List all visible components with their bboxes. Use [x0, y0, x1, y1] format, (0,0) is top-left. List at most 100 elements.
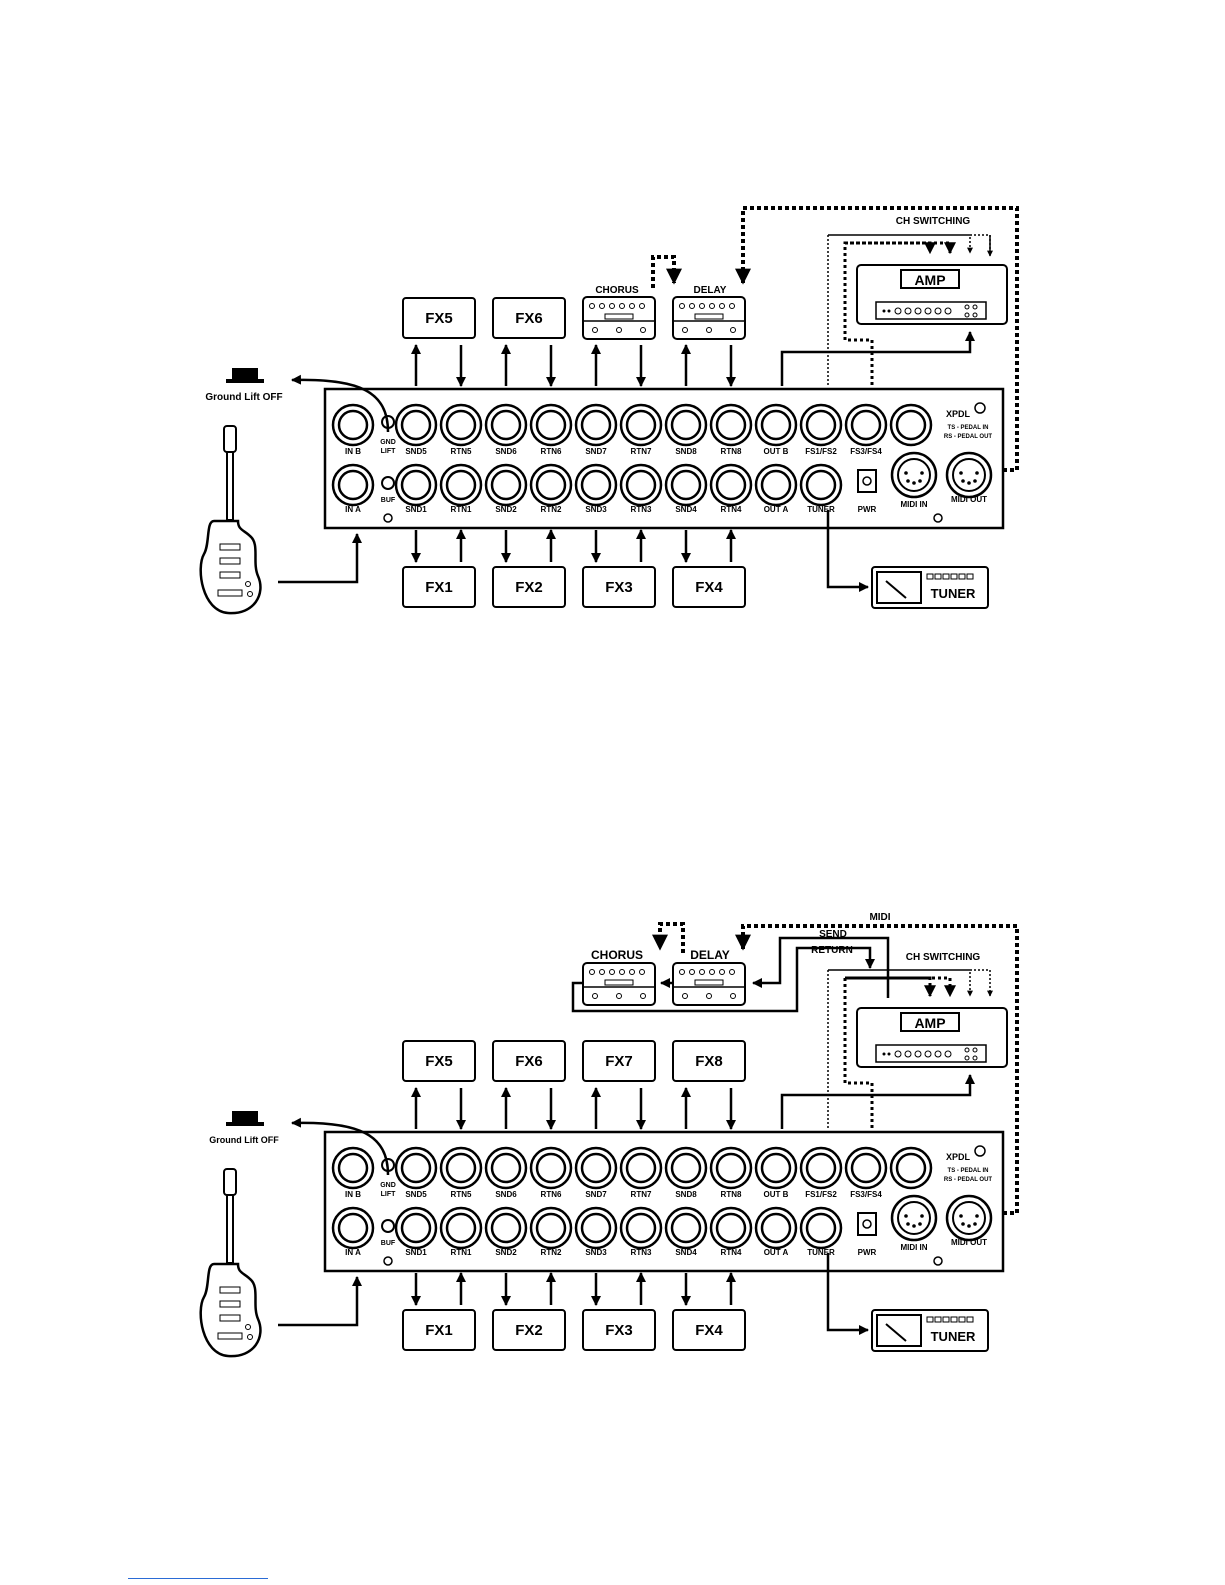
jack-label: OUT A: [764, 505, 789, 514]
tuner: TUNER: [871, 1309, 989, 1352]
jack-label: IN B: [345, 1190, 361, 1199]
buf-led: [381, 1219, 395, 1233]
jack-label: TUNER: [807, 1248, 835, 1257]
jack-label: FS1/FS2: [805, 1190, 837, 1199]
chorus-pedal: CHORUS: [582, 285, 656, 340]
midi-pin: [959, 471, 963, 475]
jack-label: SND3: [585, 1248, 607, 1257]
jack-label: FS3/FS4: [850, 1190, 882, 1199]
jack-label: RTN5: [451, 447, 472, 456]
ch-switching-label: CH SWITCHING: [906, 952, 981, 963]
jack-inner: [850, 409, 882, 441]
jack-inner: [580, 469, 612, 501]
power-pin: [862, 476, 872, 486]
screw: [383, 1256, 393, 1266]
midi-label: MIDI: [869, 912, 890, 923]
midi-pin: [912, 481, 916, 485]
jack-label: SND2: [495, 505, 517, 514]
xpdl-label: XPDL: [946, 1152, 971, 1162]
chorus-pedal: CHORUS: [582, 948, 656, 1006]
xpdl-label: XPDL: [946, 409, 971, 419]
gnd-label: GND: [380, 1182, 396, 1189]
send-label: SEND: [819, 929, 847, 940]
fx-label: FX4: [695, 1322, 723, 1339]
gnd-label: GND: [380, 439, 396, 446]
delay-pedal: DELAY: [672, 285, 746, 340]
jack-inner: [445, 469, 477, 501]
jack-label: SND4: [675, 1248, 697, 1257]
buf-label: BUF: [381, 497, 396, 504]
midi-in-jack-inner: [897, 458, 931, 492]
jack-label: SND2: [495, 1248, 517, 1257]
chorus-label: CHORUS: [591, 948, 643, 962]
jack-inner: [445, 409, 477, 441]
fx-label: FX1: [425, 579, 453, 596]
jack-inner: [490, 1152, 522, 1184]
fx7-box: FX7: [582, 1040, 656, 1082]
midi-pin: [906, 479, 910, 483]
jack-inner: [760, 1152, 792, 1184]
midi-pin: [973, 479, 977, 483]
midi-pin: [973, 1222, 977, 1226]
jack-inner: [760, 1212, 792, 1244]
jack-label: IN A: [345, 1248, 361, 1257]
jack-label: RTN1: [451, 1248, 472, 1257]
midi-in-label: MIDI IN: [900, 1243, 927, 1252]
jack-label: SND4: [675, 505, 697, 514]
ground-lift-switch: Ground Lift OFF: [209, 1111, 279, 1145]
midi-pin: [920, 471, 924, 475]
pwr-label: PWR: [858, 1248, 877, 1257]
jack-inner: [535, 1212, 567, 1244]
jack-label: SND5: [405, 1190, 427, 1199]
lift-label: LIFT: [381, 1191, 396, 1198]
jack-inner: [760, 409, 792, 441]
jack-label: RTN8: [721, 447, 742, 456]
jack-inner: [490, 409, 522, 441]
jack-label: RTN2: [541, 505, 562, 514]
screw: [974, 402, 986, 414]
jack-label: RTN4: [721, 1248, 742, 1257]
guitar-icon: [199, 1168, 262, 1358]
lift-label: LIFT: [381, 448, 396, 455]
jack-inner: [670, 1152, 702, 1184]
fx2-box: FX2: [492, 1309, 566, 1351]
jack-label: RTN4: [721, 505, 742, 514]
fx3-box: FX3: [582, 1309, 656, 1351]
jack-inner: [400, 1152, 432, 1184]
jack-label: RTN5: [451, 1190, 472, 1199]
jack-label: RTN6: [541, 1190, 562, 1199]
jack-inner: [535, 469, 567, 501]
panel-outline: [323, 1130, 1005, 1273]
jack-inner: [580, 1152, 612, 1184]
jack-inner: [490, 1212, 522, 1244]
xpdl-jack-inner: [895, 1152, 927, 1184]
jack-label: RTN1: [451, 505, 472, 514]
midi-out-jack-inner: [952, 1201, 986, 1235]
jack-label: SND6: [495, 447, 517, 456]
jack-label: RTN8: [721, 1190, 742, 1199]
jack-label: TUNER: [807, 505, 835, 514]
footer-rule: [128, 1578, 268, 1579]
buf-label: BUF: [381, 1240, 396, 1247]
fx3-box: FX3: [582, 566, 656, 608]
jack-inner: [805, 1152, 837, 1184]
fx-label: FX4: [695, 579, 723, 596]
jack-label: IN B: [345, 447, 361, 456]
midi-pin: [918, 1222, 922, 1226]
guitar-icon: [199, 425, 262, 615]
jack-label: RTN7: [631, 447, 652, 456]
buf-led: [381, 476, 395, 490]
jack-inner: [715, 1212, 747, 1244]
midi-pin: [906, 1222, 910, 1226]
tuner-label: TUNER: [931, 586, 976, 601]
jack-inner: [400, 1212, 432, 1244]
jack-inner: [535, 1152, 567, 1184]
midi-pin: [961, 479, 965, 483]
xpdl-jack-inner: [895, 409, 927, 441]
jack-inner: [670, 469, 702, 501]
tuner: TUNER: [871, 566, 989, 609]
